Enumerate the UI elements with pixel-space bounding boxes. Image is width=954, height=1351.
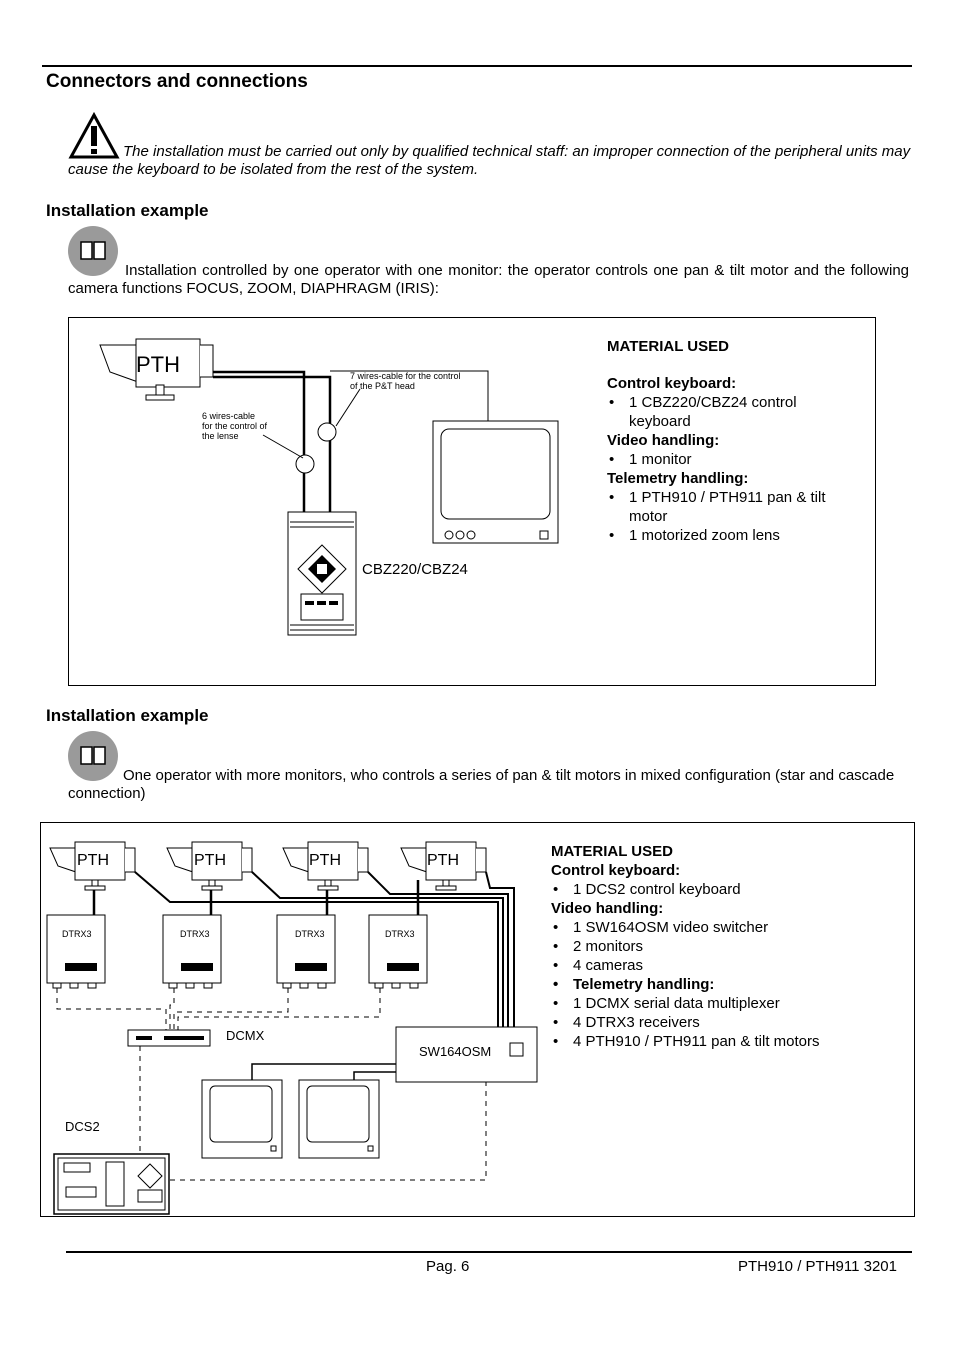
section1-heading: Installation example: [46, 201, 209, 220]
diagram2-drawing: [46, 841, 538, 1215]
material-list-1: MATERIAL USED Control keyboard: 1 CBZ220…: [607, 337, 862, 545]
material-title: MATERIAL USED: [607, 338, 729, 355]
material-title: MATERIAL USED: [551, 843, 673, 860]
pth-label: PTH: [136, 352, 180, 377]
pth-label: PTH: [194, 852, 226, 869]
cable-6-label: 6 wires-cable for the control of the len…: [202, 411, 268, 441]
group-heading: Telemetry handling:: [607, 470, 749, 487]
monitors: [201, 1079, 380, 1159]
group-heading: Control keyboard:: [607, 375, 737, 392]
section2-text: One operator with more monitors, who con…: [68, 767, 895, 802]
receiver-label: DTRX3: [385, 929, 415, 939]
group-heading: Video handling:: [607, 432, 720, 449]
list-item: 1 monitor: [607, 450, 862, 469]
document-code: PTH910 / PTH911 3201: [738, 1258, 897, 1275]
warning-text: The installation must be carried out onl…: [68, 143, 911, 178]
group-heading: Video handling:: [551, 900, 664, 917]
list-item: Telemetry handling:: [551, 975, 901, 994]
dcs2-label: DCS2: [65, 1119, 100, 1134]
list-item: 1 DCS2 control keyboard: [551, 880, 901, 899]
group-heading: Control keyboard:: [551, 862, 681, 879]
list-item: 4 PTH910 / PTH911 pan & tilt motors: [551, 1032, 901, 1051]
dcmx-label: DCMX: [226, 1028, 265, 1043]
receiver-label: DTRX3: [62, 929, 92, 939]
list-item: 1 CBZ220/CBZ24 control keyboard: [607, 393, 862, 431]
pth-label: PTH: [77, 852, 109, 869]
list-item: 1 PTH910 / PTH911 pan & tilt motor: [607, 488, 862, 526]
list-item: 1 SW164OSM video switcher: [551, 918, 901, 937]
receivers: [46, 914, 428, 984]
list-item: 4 DTRX3 receivers: [551, 1013, 901, 1032]
section2-heading: Installation example: [46, 706, 209, 725]
list-item: 1 DCMX serial data multiplexer: [551, 994, 901, 1013]
material-list-2: MATERIAL USED Control keyboard: 1 DCS2 c…: [551, 842, 901, 1051]
cable-7-label: 7 wires-cable for the control of the P&T…: [350, 371, 461, 391]
pth-heads: [49, 841, 487, 891]
page-title: Connectors and connections: [46, 71, 308, 92]
page-number: Pag. 6: [426, 1258, 470, 1275]
monitor: [432, 420, 559, 544]
switcher-label: SW164OSM: [419, 1044, 492, 1059]
pth-label: PTH: [309, 852, 341, 869]
book-icon: [68, 226, 118, 276]
dcs2-keyboard: [53, 1153, 170, 1215]
list-item: 4 cameras: [551, 956, 901, 975]
dcmx: [127, 1029, 211, 1047]
section1-text: Installation controlled by one operator …: [68, 262, 909, 297]
receiver-label: DTRX3: [180, 929, 210, 939]
footer-rule: [66, 1251, 912, 1253]
warning-icon: [68, 111, 120, 159]
top-rule: [42, 65, 912, 67]
receiver-label: DTRX3: [295, 929, 325, 939]
list-item: 2 monitors: [551, 937, 901, 956]
control-keyboard: [287, 511, 357, 636]
diagram1-drawing: [99, 338, 559, 636]
keyboard-label: CBZ220/CBZ24: [362, 561, 468, 578]
pth-head: [99, 338, 214, 401]
list-item: 1 motorized zoom lens: [607, 526, 862, 545]
pth-label: PTH: [427, 852, 459, 869]
book-icon: [68, 731, 118, 781]
